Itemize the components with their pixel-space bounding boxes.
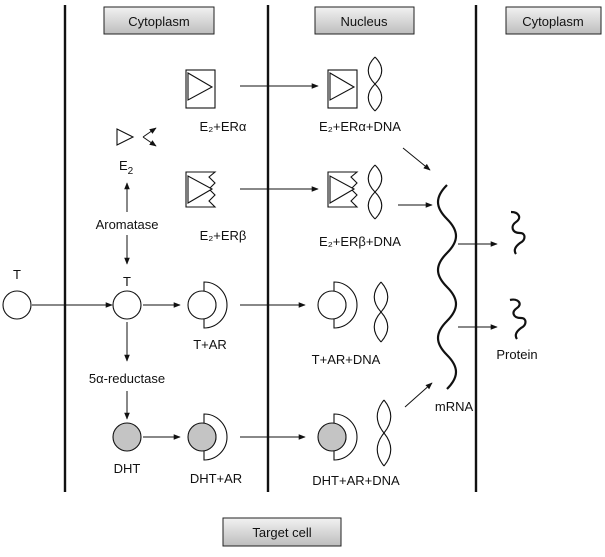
e2-erb-label: E₂+ERβ (200, 228, 247, 243)
dht-ar-dna-label: DHT+AR+DNA (312, 473, 400, 488)
protein-squiggle-lower (509, 298, 527, 340)
dna-helix-erb (367, 164, 383, 220)
mrna-strand (436, 184, 458, 390)
region-text-cytoplasm-left: Cytoplasm (128, 14, 189, 29)
reductase-label: 5α-reductase (89, 371, 165, 386)
arrow-e2-down-branch (142, 136, 157, 147)
region-label-target-cell: Target cell (222, 517, 342, 547)
t-ar-complex (187, 281, 228, 329)
dht-ar-label: DHT+AR (190, 471, 242, 486)
testosterone-outside-label: T (13, 267, 21, 282)
dht-ar-complex (187, 413, 228, 461)
mrna-label: mRNA (435, 399, 474, 414)
estradiol-triangle (116, 128, 135, 146)
region-text-target-cell: Target cell (252, 525, 311, 540)
region-label-nucleus: Nucleus (314, 6, 415, 35)
testosterone-inside-label: T (123, 274, 131, 289)
aromatase-label: Aromatase (96, 217, 159, 232)
arrow-era-dna-to-mrna (402, 147, 431, 171)
dna-helix-dhtar (376, 399, 392, 467)
t-ar-label: T+AR (193, 337, 227, 352)
dna-helix-tar (373, 281, 389, 343)
e2-era-dna-complex (327, 69, 358, 109)
e2-erb-dna-complex (327, 171, 359, 208)
e2-era-complex (185, 69, 216, 109)
region-text-nucleus: Nucleus (341, 14, 388, 29)
estradiol-label: E2 (119, 158, 134, 177)
protein-squiggle-upper (510, 210, 526, 255)
region-label-cytoplasm-left: Cytoplasm (103, 6, 215, 35)
dht-label: DHT (114, 461, 141, 476)
region-text-cytoplasm-right: Cytoplasm (522, 14, 583, 29)
dht-ar-dna-complex (317, 413, 358, 461)
e2-erb-complex (185, 171, 217, 208)
e2-erb-dna-label: E₂+ERβ+DNA (319, 234, 401, 249)
region-label-cytoplasm-right: Cytoplasm (505, 6, 602, 35)
t-ar-dna-complex (317, 281, 358, 329)
t-ar-dna-label: T+AR+DNA (312, 352, 381, 367)
testosterone-outside-circle (2, 290, 32, 320)
arrow-dhtar-dna-to-mrna (404, 382, 433, 408)
arrow-e2-up-branch (142, 127, 157, 138)
e2-era-label: E₂+ERα (200, 119, 247, 134)
e2-era-dna-label: E₂+ERα+DNA (319, 119, 401, 134)
testosterone-inside-circle (112, 290, 142, 320)
dna-helix-era (367, 56, 383, 112)
protein-label: Protein (496, 347, 537, 362)
dht-circle (112, 422, 142, 452)
